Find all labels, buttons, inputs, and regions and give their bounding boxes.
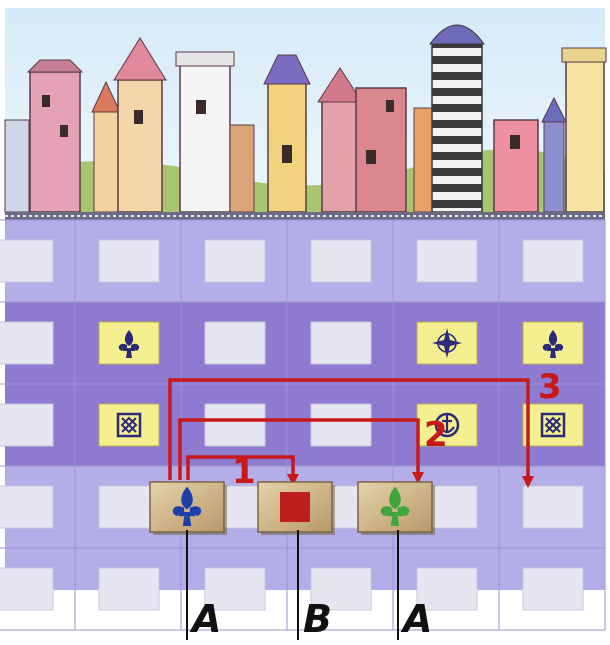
arrow-label-1: 1 <box>232 455 256 489</box>
tower-4 <box>176 52 234 212</box>
tile-label-a-left: A <box>192 600 221 638</box>
tile-row <box>150 482 435 535</box>
movable-tile[interactable] <box>150 482 227 535</box>
tile-label-a-right: A <box>403 600 432 638</box>
arrow-label-3: 3 <box>538 370 562 404</box>
movable-tile[interactable] <box>258 482 335 535</box>
arrow-label-2: 2 <box>424 418 448 452</box>
tower-6 <box>264 55 310 212</box>
tower-8 <box>356 88 406 212</box>
game-board <box>0 220 605 630</box>
tower-11 <box>542 98 566 212</box>
castle-skyline <box>5 8 606 220</box>
tower-9 <box>414 108 434 212</box>
movable-tile[interactable] <box>358 482 435 535</box>
tower-1 <box>28 60 82 212</box>
tower-5 <box>230 125 254 212</box>
tower-left-edge <box>5 120 29 212</box>
tower-10 <box>494 120 538 212</box>
tower-12 <box>562 48 606 212</box>
tile-label-b: B <box>303 600 332 638</box>
tower-striped <box>430 25 484 212</box>
